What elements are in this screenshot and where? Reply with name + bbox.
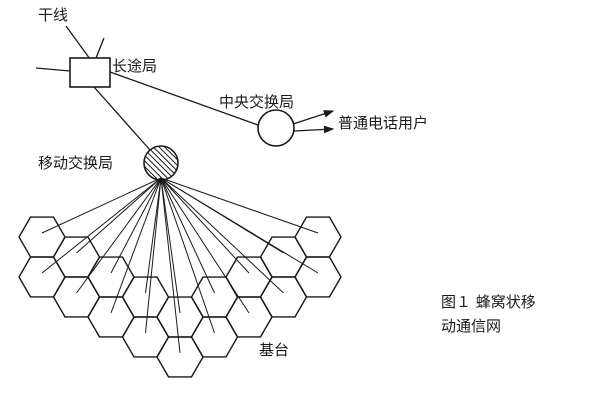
- user-arrow-1: [292, 110, 335, 125]
- radio-link-18: [160, 177, 319, 274]
- trunk-line-1: [65, 25, 91, 60]
- hex-cell-1: [18, 216, 66, 258]
- radio-link-4: [76, 177, 162, 294]
- hex-cell-7: [121, 276, 170, 318]
- hex-cell-16: [259, 276, 308, 318]
- radio-link-13: [160, 177, 250, 274]
- hex-cell-5: [87, 256, 135, 298]
- trunk-line-3: [35, 67, 71, 72]
- label-telephone-user: 普通电话用户: [338, 114, 429, 132]
- user-arrow-2: [293, 125, 335, 134]
- radio-link-2: [41, 177, 162, 274]
- hex-cell-8: [121, 316, 170, 358]
- hex-cell-10: [156, 336, 204, 378]
- radio-link-8: [145, 177, 162, 334]
- radio-link-17: [160, 177, 319, 234]
- label-toll-office: 长途局: [112, 57, 158, 75]
- radio-links: [41, 177, 319, 354]
- label-mobile-exchange: 移动交换局: [38, 154, 114, 172]
- radio-link-11: [160, 177, 215, 294]
- hex-cell-13: [225, 256, 273, 298]
- radio-link-14: [160, 177, 250, 314]
- hex-cell-6: [87, 296, 135, 338]
- radio-link-6: [110, 177, 162, 314]
- hex-cell-14: [225, 296, 273, 338]
- mobile-exchange-node: [143, 145, 179, 181]
- hex-cell-9: [156, 296, 204, 338]
- radio-link-12: [160, 177, 215, 334]
- label-central-exchange: 中央交换局: [219, 93, 295, 111]
- hex-cell-11: [190, 276, 239, 318]
- hex-cell-2: [18, 256, 66, 298]
- figure-caption: 图１ 蜂窝状移 动通信网: [441, 290, 536, 338]
- hex-cell-17: [294, 216, 342, 258]
- link-toll-to-mobile: [93, 86, 151, 151]
- radio-link-9: [160, 177, 181, 314]
- caption-line-2: 动通信网: [441, 317, 502, 335]
- radio-link-7: [145, 177, 162, 294]
- toll-office-box: [69, 57, 111, 88]
- hex-cell-18: [294, 256, 342, 298]
- label-trunk-line: 干线: [38, 6, 69, 24]
- radio-link-5: [110, 177, 162, 274]
- radio-link-10: [160, 177, 181, 354]
- link-toll-to-central: [109, 71, 259, 126]
- hex-cell-12: [190, 316, 239, 358]
- label-base-station: 基台: [259, 341, 290, 359]
- hex-cell-4: [52, 276, 101, 318]
- radio-link-1: [41, 177, 162, 234]
- radio-link-16: [160, 177, 284, 294]
- trunk-line-2: [95, 37, 105, 59]
- caption-line-1: 图１ 蜂窝状移: [441, 293, 536, 311]
- radio-link-3: [76, 177, 162, 254]
- central-exchange-node: [257, 109, 295, 147]
